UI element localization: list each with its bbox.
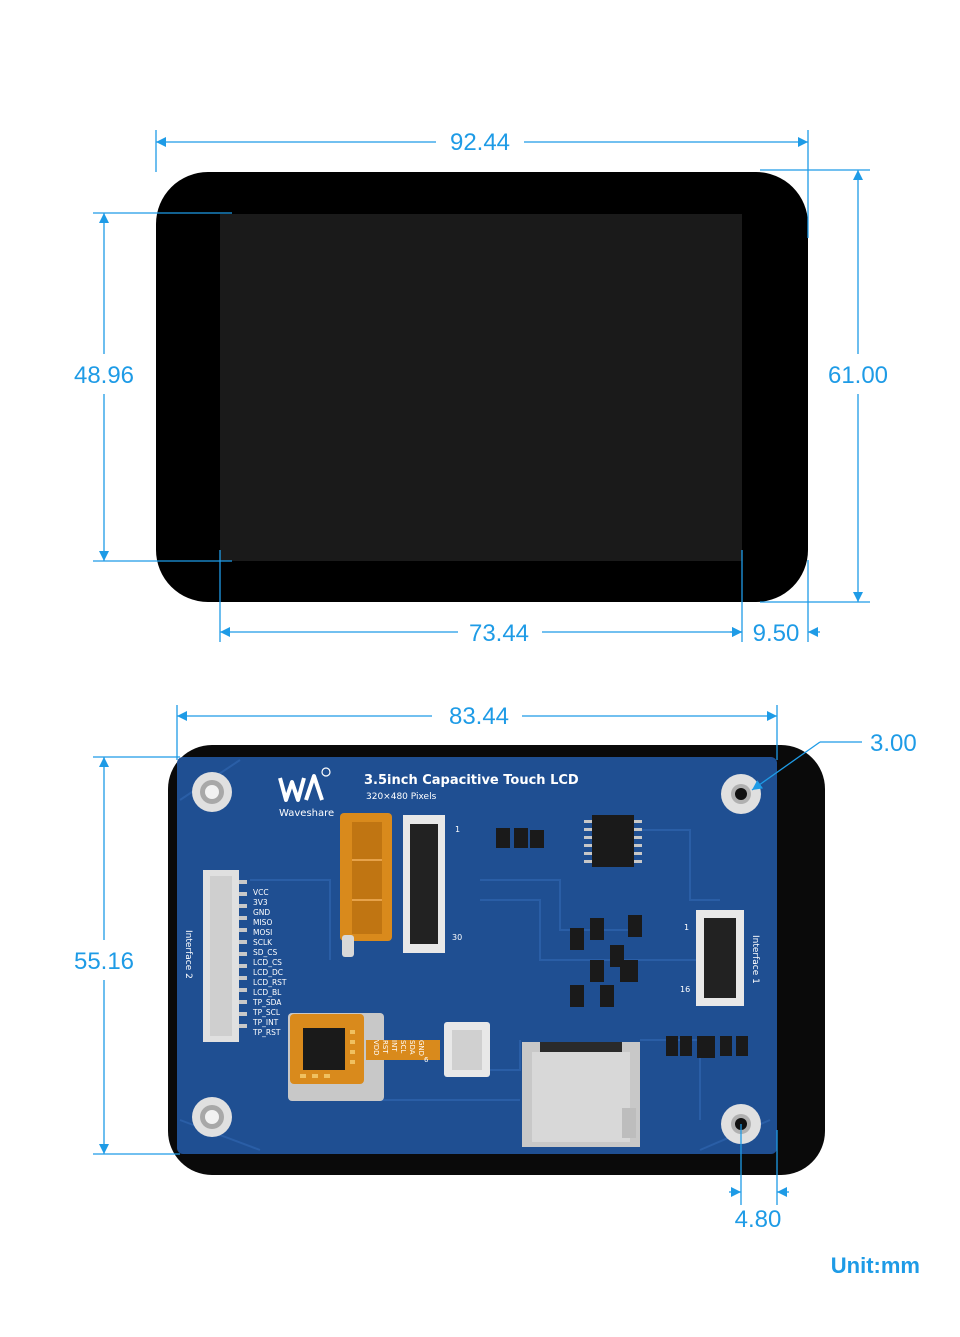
pin-num-6: 6 — [424, 1056, 429, 1064]
display-area — [220, 214, 742, 561]
front-view — [156, 172, 808, 602]
unit-label: Unit:mm — [831, 1253, 920, 1278]
tp-label: GND — [417, 1040, 425, 1056]
dim-height-total: 61.00 — [828, 362, 888, 389]
dim-width-total: 92.44 — [450, 129, 510, 156]
pin-label: LCD_CS — [253, 958, 282, 967]
interface-2-connector: Interface 2 — [183, 870, 247, 1042]
fpc-connector-30pin: 1 30 — [403, 815, 462, 953]
tp-label: VDD — [372, 1040, 380, 1056]
pin-label: TP_RST — [252, 1028, 281, 1037]
pin-label: GND — [253, 908, 270, 917]
pin-num-1b: 1 — [684, 923, 689, 932]
tp-label-list: VDD RST INT SCL SDA GND — [372, 1040, 425, 1056]
dim-display-width: 73.44 — [469, 620, 529, 647]
pin-label-list: VCC 3V3 GND MISO MOSI SCLK SD_CS LCD_CS … — [252, 888, 287, 1037]
tp-label: SDA — [408, 1040, 416, 1055]
pin-label: TP_SCL — [252, 1008, 281, 1017]
board-title: 3.5inch Capacitive Touch LCD — [364, 773, 579, 788]
pin-label: SD_CS — [253, 948, 278, 957]
front-dimension-labels: 92.44 61.00 48.96 73.44 9.50 — [74, 129, 888, 647]
dim-hole-diameter: 3.00 — [870, 730, 917, 757]
fpc-ribbon — [340, 813, 392, 957]
mounting-hole-tr — [721, 774, 761, 814]
dim-right-margin: 9.50 — [753, 620, 800, 647]
pin-label: MISO — [253, 918, 272, 927]
pin-num-1a: 1 — [455, 825, 460, 834]
pin-num-16: 16 — [680, 985, 690, 994]
pin-label: TP_SDA — [252, 998, 282, 1007]
tp-label: INT — [390, 1040, 398, 1052]
pin-label: LCD_RST — [253, 978, 287, 987]
pin-num-30: 30 — [452, 933, 462, 942]
brand-label: Waveshare — [279, 808, 334, 819]
dim-display-height: 48.96 — [74, 362, 134, 389]
pin-label: VCC — [253, 888, 269, 897]
back-dimensions — [93, 705, 862, 1205]
interface-2-label: Interface 2 — [183, 930, 193, 979]
tp-label: SCL — [399, 1040, 407, 1053]
mounting-hole-bl — [192, 1097, 232, 1137]
ic-chip — [584, 815, 642, 867]
pin-label: LCD_BL — [253, 988, 282, 997]
front-dimensions — [93, 130, 870, 642]
sd-card-slot — [522, 1042, 640, 1147]
mounting-hole-tl — [192, 772, 232, 812]
pin-label: 3V3 — [253, 898, 268, 907]
pin-label: SCLK — [253, 938, 273, 947]
pin-label: TP_INT — [252, 1018, 279, 1027]
interface-1-label: Interface 1 — [750, 935, 760, 984]
touch-controller-flex: VDD RST INT SCL SDA GND 6 — [288, 1013, 490, 1101]
dim-pcb-width: 83.44 — [449, 703, 509, 730]
back-dimension-labels: 83.44 55.16 3.00 4.80 — [74, 703, 917, 1233]
waveshare-logo: Waveshare — [278, 767, 334, 819]
pin-label: LCD_DC — [253, 968, 283, 977]
back-view: Waveshare 3.5inch Capacitive Touch LCD 3… — [168, 745, 825, 1175]
smd-components — [496, 828, 748, 1058]
interface-1-connector: Interface 1 1 16 — [680, 910, 760, 1006]
pin-label: MOSI — [253, 928, 272, 937]
dim-pcb-height: 55.16 — [74, 948, 134, 975]
dim-edge-offset: 4.80 — [735, 1206, 782, 1233]
tp-label: RST — [381, 1040, 389, 1054]
board-subtitle: 320×480 Pixels — [366, 792, 437, 802]
